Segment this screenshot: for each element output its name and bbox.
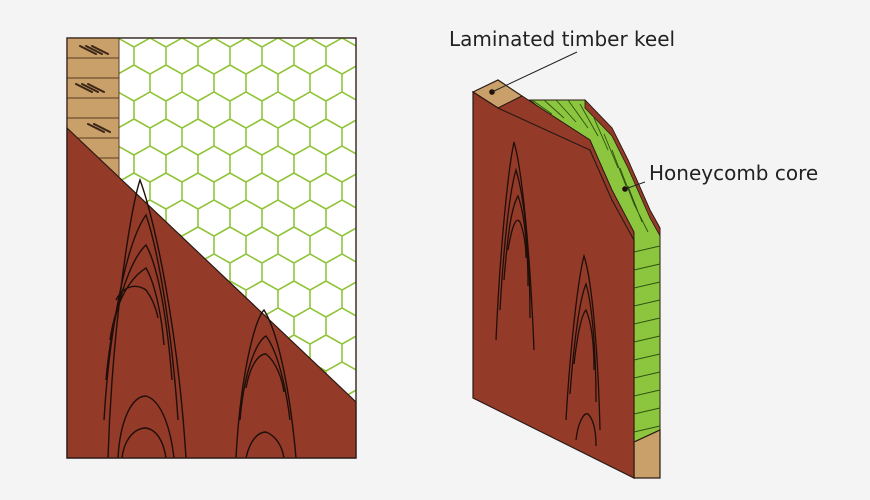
callout-core: Honeycomb core: [622, 161, 818, 192]
wood-grain: [103, 177, 297, 458]
keel-leader-line: [491, 51, 578, 93]
honeycomb-core-stripes: [519, 99, 661, 433]
callout-keel: Laminated timber keel: [449, 27, 675, 93]
front-wood-grain: [495, 141, 601, 447]
core-label: Honeycomb core: [649, 161, 818, 185]
door-section-3d-view: [471, 79, 661, 479]
core-leader-line: [624, 181, 646, 190]
cutaway-door-view: [66, 37, 357, 459]
keel-label: Laminated timber keel: [449, 27, 675, 51]
